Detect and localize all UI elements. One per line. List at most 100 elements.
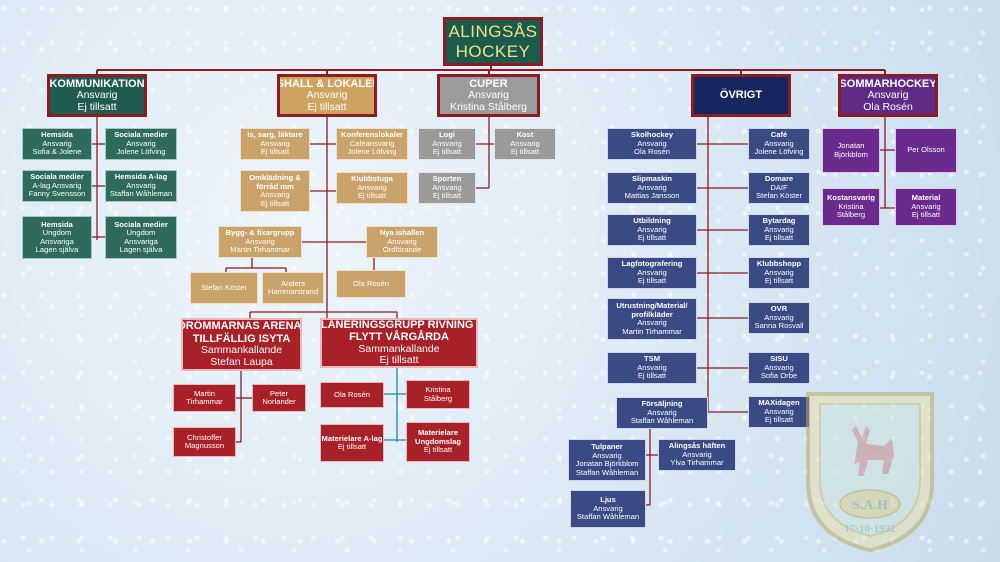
role-box: SISU Ansvarig Sofia Orbe bbox=[748, 352, 810, 384]
role-person: Ola Rosén bbox=[334, 389, 370, 399]
role-title: Materielare A-lag bbox=[321, 433, 383, 443]
role-line: Ansvarig bbox=[637, 318, 667, 327]
title-line-1: ALINGSÅS bbox=[448, 22, 538, 42]
role-person: Ylva Tirhammar bbox=[670, 458, 724, 468]
role-line: Ansvarig bbox=[637, 224, 667, 234]
role-title: Hemsida bbox=[41, 219, 73, 229]
org-title: ALINGSÅS HOCKEY bbox=[443, 17, 543, 66]
role-box: Hemsida Ungdom Ansvariga Lagen själva bbox=[22, 216, 92, 259]
role-person: Staffan Wåhleman bbox=[576, 512, 640, 522]
role-box: TSM Ansvarig Ej tillsatt bbox=[607, 352, 697, 384]
role-line: Ansvarig bbox=[42, 138, 72, 148]
role-line: Ansvarig bbox=[764, 406, 794, 416]
role-title: Sociala medier bbox=[114, 219, 168, 229]
box-heading: DRÖMMARNAS ARENA- bbox=[181, 320, 302, 333]
role-line: Ansvarig bbox=[126, 180, 156, 190]
role-person: Sofia Orbe bbox=[760, 371, 798, 381]
box-line: Ansvarig bbox=[76, 88, 118, 101]
role-line: Caféansvarig bbox=[349, 138, 395, 148]
role-title: SISU bbox=[770, 354, 788, 364]
role-person: Martin Tirhammar bbox=[622, 326, 682, 336]
box-heading: SOMMARHOCKEY bbox=[839, 77, 937, 90]
role-person: Norlander bbox=[262, 397, 296, 406]
role-person: Kristina bbox=[838, 201, 864, 211]
person-box: Martin Tirhammar bbox=[173, 384, 236, 412]
role-box: Sociala medier A-lag Ansvarig Fanny Sven… bbox=[22, 170, 92, 202]
person-box: Stefan Köster bbox=[190, 272, 258, 304]
role-person: Ej tillsatt bbox=[637, 233, 667, 243]
role-person: Fanny Svensson bbox=[28, 189, 86, 199]
role-line: Ansvarig bbox=[764, 224, 794, 234]
role-title: Utrustning/Material/ bbox=[616, 301, 688, 310]
role-line: Ansvariga bbox=[40, 236, 74, 246]
role-person: Ej tillsatt bbox=[260, 198, 290, 208]
role-box: Konferenslokaler Caféansvarig Jolene Löf… bbox=[336, 128, 408, 160]
role-line: Ansvarig bbox=[593, 503, 623, 513]
box-heading: ISHALL & LOKALER bbox=[277, 77, 377, 90]
role-title: Hemsida bbox=[41, 130, 73, 140]
role-box: Utbildning Ansvarig Ej tillsatt bbox=[607, 214, 697, 246]
role-line: Ansvarig bbox=[637, 267, 667, 277]
role-box: Hemsida A-lag Ansvarig Staffan Wåhleman bbox=[105, 170, 177, 202]
role-title: profilkläder bbox=[631, 309, 673, 319]
role-line: Ungdom bbox=[126, 228, 156, 237]
box-heading: CUPER bbox=[469, 77, 508, 90]
role-person: Björkblom bbox=[834, 149, 868, 159]
role-box: Lagfotografering Ansvarig Ej tillsatt bbox=[607, 257, 697, 289]
box-line: Sammankallande bbox=[358, 342, 440, 355]
box-heading: TILLFÄLLIG ISYTA bbox=[192, 332, 291, 345]
role-title: Alingsås häften bbox=[668, 441, 726, 451]
role-line: Ansvarig bbox=[637, 138, 667, 148]
role-title: Utbildning bbox=[633, 216, 671, 226]
role-person: Magnusson bbox=[184, 441, 225, 450]
role-box: Klubbstuga Ansvarig Ej tillsatt bbox=[336, 172, 408, 204]
role-person: Anders bbox=[280, 278, 306, 288]
box-heading: KOMMUNIKATION bbox=[49, 77, 145, 90]
role-box: Klubbshopp Ansvarig Ej tillsatt bbox=[748, 257, 810, 289]
role-box: Nya ishallen Ansvarig Ordförande bbox=[366, 226, 438, 258]
role-person: Ej tillsatt bbox=[432, 191, 462, 201]
role-person: Ej tillsatt bbox=[911, 210, 941, 220]
box-line: Ansvarig bbox=[306, 88, 348, 101]
role-person: Sofia & Jolene bbox=[32, 147, 82, 157]
role-line: Ansvarig bbox=[260, 138, 290, 148]
role-line: A-lag Ansvarig bbox=[32, 180, 82, 190]
role-line: Ansvarig bbox=[432, 138, 462, 148]
role-title: förråd mm bbox=[256, 181, 294, 191]
role-person: Ej tillsatt bbox=[260, 147, 290, 157]
role-box: Domare DAIF Stefan Köster bbox=[748, 172, 810, 204]
role-box: Materielare A-lag Ej tillsatt bbox=[320, 424, 384, 462]
role-person: Hammarstrand bbox=[267, 287, 319, 296]
role-line: Ansvarig bbox=[126, 138, 156, 148]
role-person: Ej tillsatt bbox=[357, 191, 387, 201]
person-box: Anders Hammarstrand bbox=[262, 272, 324, 304]
role-person: Ej tillsatt bbox=[423, 445, 453, 455]
sommarhockey-box: SOMMARHOCKEY Ansvarig Ola Rosén bbox=[838, 74, 938, 117]
role-title: Kostansvarig bbox=[826, 193, 876, 203]
role-title: Café bbox=[770, 130, 788, 140]
role-box: Slipmaskin Ansvarig Mattias Jansson bbox=[607, 172, 697, 204]
box-line: Stefan Laupa bbox=[210, 355, 273, 368]
role-person: Ej tillsatt bbox=[432, 147, 462, 157]
role-person: Ej tillsatt bbox=[637, 276, 667, 286]
box-line: Kristina Stålberg bbox=[449, 100, 528, 113]
logo-date: 17·10·1932 bbox=[844, 523, 896, 535]
person-box: Christoffer Magnusson bbox=[173, 427, 236, 457]
box-line: Sammankallande bbox=[200, 344, 283, 357]
role-title: TSM bbox=[643, 354, 661, 364]
role-person: Jolene Löfving bbox=[754, 147, 804, 157]
role-line: Ansvariga bbox=[124, 236, 158, 246]
person-box: Kristina Stålberg bbox=[406, 380, 470, 409]
role-person: Ej tillsatt bbox=[764, 233, 794, 243]
box-line: Ej tillsatt bbox=[379, 354, 419, 367]
role-line: Ansvarig bbox=[592, 450, 622, 460]
role-box: Alingsås häften Ansvarig Ylva Tirhammar bbox=[658, 439, 736, 471]
role-line: Ansvarig bbox=[245, 236, 275, 246]
role-person: Jonatan bbox=[837, 141, 865, 150]
role-box: Materielare Ungdomslag Ej tillsatt bbox=[406, 422, 470, 462]
ishall-box: ISHALL & LOKALER Ansvarig Ej tillsatt bbox=[277, 74, 377, 117]
role-title: Bygg- & fixargrupp bbox=[225, 228, 295, 238]
role-person: Stefan Köster bbox=[755, 191, 802, 201]
box-line: Ej tillsatt bbox=[307, 100, 347, 113]
role-title: Bytardag bbox=[762, 216, 796, 226]
